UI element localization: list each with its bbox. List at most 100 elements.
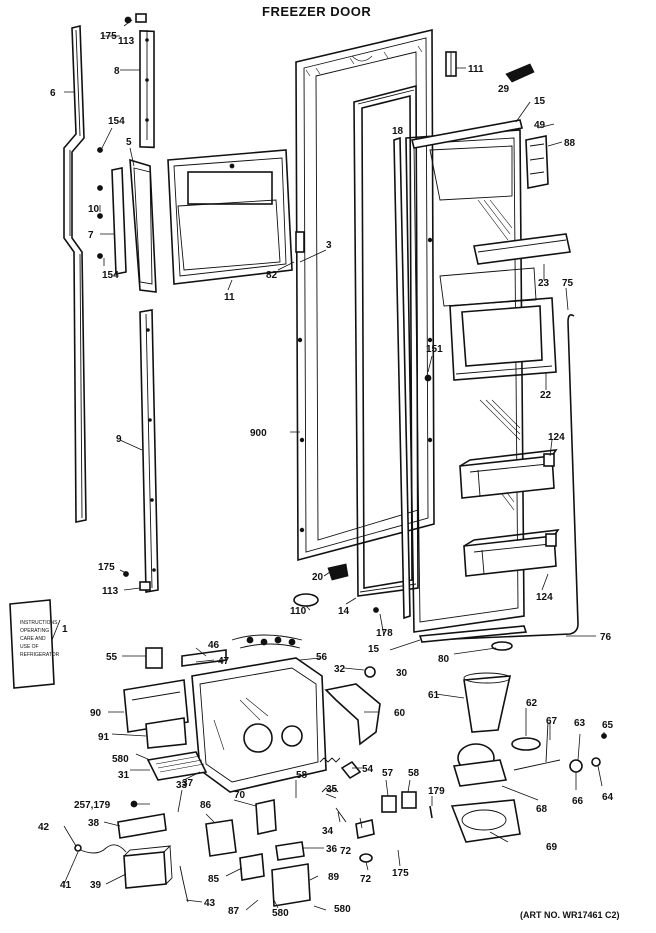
label-89: 89 <box>328 872 340 883</box>
rail-15-top <box>411 119 523 149</box>
handle-strip-9 <box>139 309 159 593</box>
label-175: 175 <box>100 31 117 42</box>
label-900: 900 <box>250 428 267 439</box>
label-85: 85 <box>208 874 220 885</box>
label-8: 8 <box>114 66 120 77</box>
label-63: 63 <box>574 718 586 729</box>
label-70: 70 <box>234 790 246 801</box>
label-47: 47 <box>218 656 230 667</box>
screws-left <box>97 13 151 591</box>
bracket-38 <box>117 813 167 839</box>
label-151: 151 <box>426 344 443 355</box>
part-20 <box>327 563 349 581</box>
part-178 <box>373 607 379 613</box>
label-67: 67 <box>546 716 558 727</box>
label-65: 65 <box>602 720 614 731</box>
label-3: 3 <box>326 240 332 251</box>
door-bin-124-upper <box>459 449 558 499</box>
wire-harness-75-76 <box>429 314 579 641</box>
label-580: 580 <box>272 908 289 919</box>
label-49: 49 <box>534 120 546 131</box>
booklet-text: REFRIGERATOR <box>20 652 60 658</box>
label-61: 61 <box>428 690 440 701</box>
box-39 <box>123 845 173 889</box>
label-154: 154 <box>108 116 125 127</box>
part-43 <box>179 865 189 903</box>
booklet-text: OPERATING <box>20 628 49 634</box>
rail-15-bottom <box>418 625 528 643</box>
handle-bracket-5 <box>129 158 157 293</box>
label-35: 35 <box>326 784 338 795</box>
label-6: 6 <box>50 88 56 99</box>
part-151 <box>424 374 432 382</box>
label-124: 124 <box>548 432 565 443</box>
dispenser-recess-11 <box>167 149 293 285</box>
label-76: 76 <box>600 632 612 643</box>
label-72: 72 <box>360 874 372 885</box>
dispenser-housing-32 <box>191 657 327 793</box>
leader-lines <box>51 19 605 911</box>
label-154: 154 <box>102 270 119 281</box>
label-9: 9 <box>116 434 122 445</box>
label-33: 33 <box>176 780 188 791</box>
label-179: 179 <box>428 786 445 797</box>
label-64: 64 <box>602 792 614 803</box>
grille-31 <box>146 751 208 781</box>
motor-68 <box>452 743 508 787</box>
shelf-23 <box>473 233 571 265</box>
diagram-title: FREEZER DOOR <box>262 4 371 19</box>
springs-54-35-34 <box>319 757 362 823</box>
label-66: 66 <box>572 796 584 807</box>
booklet-text: CARE AND <box>20 636 46 642</box>
label-113: 113 <box>102 586 119 597</box>
label-87: 87 <box>228 906 240 917</box>
part-29 <box>505 63 535 83</box>
door-bin-124-lower <box>463 529 560 577</box>
label-57: 57 <box>382 768 394 779</box>
label-18: 18 <box>392 126 404 137</box>
label-23: 23 <box>538 278 550 289</box>
label-80: 80 <box>438 654 450 665</box>
label-31: 31 <box>118 770 130 781</box>
label-10: 10 <box>88 204 100 215</box>
parts-57-58 <box>381 791 417 813</box>
parts-70-36 <box>255 799 305 861</box>
wire-42-41 <box>74 844 127 854</box>
hinge-111 <box>445 51 457 77</box>
label-29: 29 <box>498 84 510 95</box>
handle-7 <box>111 167 127 275</box>
part-110 <box>293 593 319 607</box>
chute-61 <box>463 672 512 733</box>
label-75: 75 <box>562 278 574 289</box>
label-1: 1 <box>62 624 68 635</box>
handle-trim-6 <box>63 24 87 523</box>
housing-69 <box>450 799 521 843</box>
label-7: 7 <box>88 230 94 241</box>
label-82: 82 <box>266 270 278 281</box>
label-111: 111 <box>468 64 484 75</box>
label-68: 68 <box>536 804 548 815</box>
label-42: 42 <box>38 822 50 833</box>
label-46: 46 <box>208 640 220 651</box>
label-580: 580 <box>112 754 129 765</box>
label-69: 69 <box>546 842 558 853</box>
label-30: 30 <box>396 668 408 679</box>
booklet-text: USE OF <box>20 644 39 650</box>
label-178: 178 <box>376 628 393 639</box>
part-91 <box>145 717 187 749</box>
label-580: 580 <box>334 904 351 915</box>
label-58: 58 <box>296 770 308 781</box>
label-124: 124 <box>536 592 553 603</box>
label-15: 15 <box>534 96 546 107</box>
label-36: 36 <box>326 844 338 855</box>
label-113: 113 <box>118 36 135 47</box>
instruction-booklet-1: INSTRUCTIONS OPERATING CARE AND USE OF R… <box>9 599 60 689</box>
bracket-88 <box>525 135 549 189</box>
label-62: 62 <box>526 698 538 709</box>
label-90: 90 <box>90 708 102 719</box>
label-175: 175 <box>98 562 115 573</box>
label-56: 56 <box>316 652 328 663</box>
label-41: 41 <box>60 880 72 891</box>
parts-46-47-56 <box>181 634 303 667</box>
